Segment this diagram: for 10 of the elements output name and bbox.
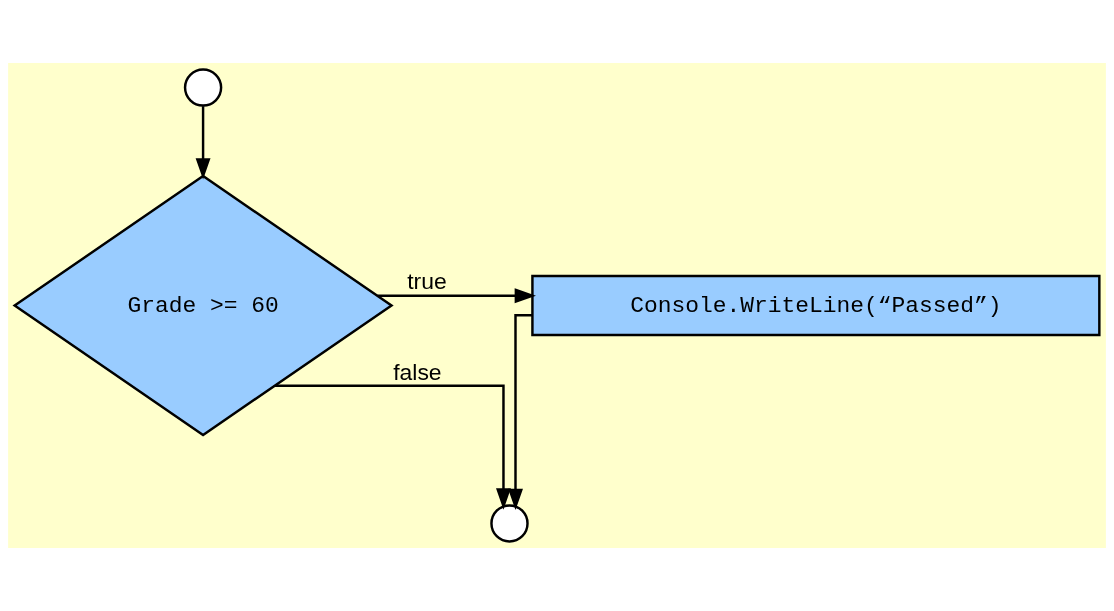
arrow	[275, 384, 511, 510]
edge-label: false	[393, 358, 442, 385]
arrow	[508, 314, 533, 511]
node-circle	[183, 68, 223, 107]
arrow	[377, 288, 536, 304]
node-box: Console.WriteLine(“Passed”)	[531, 274, 1101, 337]
node-circle	[490, 504, 529, 543]
edge-label: true	[407, 268, 447, 295]
arrow	[195, 106, 211, 180]
node-diamond: Grade >= 60	[12, 174, 394, 437]
